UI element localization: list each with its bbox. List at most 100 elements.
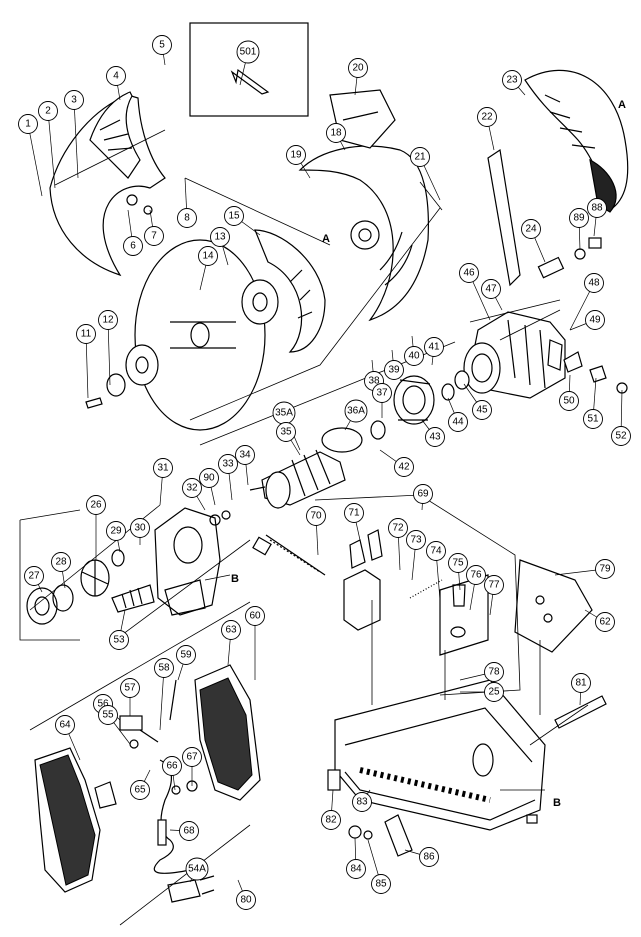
callout-circle [585,310,605,330]
leader-line [107,319,111,386]
callout-circle [371,874,391,894]
callout-number: 1 [25,119,31,130]
callout-number: 18 [330,128,342,139]
callout-number: 65 [134,785,146,796]
callout-number: 89 [573,213,585,224]
callout-65: 65 [130,769,151,800]
callout-number: 5 [159,40,165,51]
callout-circle [86,495,106,515]
callout-circle [182,478,202,498]
callout-number: 49 [589,315,601,326]
callout-22: 22 [477,107,497,151]
armature [249,420,386,509]
callout-number: 67 [186,752,198,763]
ref-letter-a-top-right: A [618,99,626,111]
callout-number: 66 [166,761,178,772]
callout-circle [521,219,541,239]
base-plate [327,679,546,831]
callout-circle [182,747,202,767]
callout-circle [352,792,372,812]
callout-circle [177,208,197,228]
callout-30: 30 [130,518,150,545]
leader-line [159,667,165,731]
callout-number: 41 [428,342,440,353]
callout-number: 19 [290,150,302,161]
callout-circle [18,114,38,134]
callout-46: 46 [459,263,491,321]
callout-number: 21 [414,152,426,163]
callout-circle [426,541,446,561]
callout-18: 18 [326,123,346,151]
callout-circle [98,310,118,330]
callout-86: 86 [404,847,439,867]
callout-15: 15 [224,206,261,236]
callout-number: 35 [280,427,292,438]
callout-number: 63 [225,625,237,636]
callout-73: 73 [406,530,426,581]
callout-number: 7 [151,231,157,242]
callout-number: 27 [28,571,40,582]
callout-number: 64 [59,720,71,731]
callout-circle [123,236,143,256]
callout-66: 66 [162,756,182,791]
callout-number: 72 [392,523,404,534]
callout-circle [130,518,150,538]
callout-circle [571,673,591,693]
callout-number: 38 [368,376,380,387]
stator-field [393,370,470,425]
callout-47: 47 [481,279,503,311]
callout-76: 76 [466,565,486,611]
callout-number: 59 [180,650,192,661]
callout-58: 58 [154,658,174,731]
blade-cover [254,229,326,353]
callout-26: 26 [86,495,106,560]
callout-49: 49 [569,310,605,331]
callout-32: 32 [182,478,206,511]
callout-12: 12 [98,310,118,386]
base-hardware [348,814,538,857]
callout-number: 74 [430,546,442,557]
callout-circle [38,101,58,121]
callout-circle [235,445,255,465]
callout-number: 79 [599,564,611,575]
leader-line [73,99,79,179]
callout-number: 85 [375,879,387,890]
callout-circle [179,821,199,841]
hex-wrench-icon [230,68,270,95]
callout-78: 78 [459,662,504,682]
callout-number: 6 [130,241,136,252]
callout-number: 501 [240,47,257,58]
callout-number: 20 [352,63,364,74]
callout-number: 69 [417,489,429,500]
callout-20: 20 [348,58,368,96]
callout-44: 44 [447,397,468,432]
motor-housing [463,311,566,399]
callout-1: 1 [18,114,43,197]
callout-number: 2 [45,106,51,117]
callout-23: 23 [502,70,526,96]
callout-number: 68 [183,826,195,837]
callout-74: 74 [426,541,446,601]
callout-4: 4 [106,66,126,101]
callout-circle [152,35,172,55]
callout-circle [406,530,426,550]
gear-housing [154,507,231,616]
callout-37: 37 [372,383,392,418]
callout-number: 39 [388,365,400,376]
callout-circle [484,682,504,702]
callout-41: 41 [424,337,444,366]
callout-25: 25 [460,682,504,702]
callout-33: 33 [218,454,238,501]
callout-35: 35 [276,422,301,456]
callout-number: 34 [239,450,251,461]
callout-circle [224,206,244,226]
callout-number: 26 [90,500,102,511]
brush-parts [563,351,628,394]
callout-circle [210,227,230,247]
callout-circle [569,208,589,228]
callout-6: 6 [123,209,143,256]
callout-number: 47 [485,284,497,295]
callout-62: 62 [584,609,615,632]
callout-number: 22 [481,112,493,123]
callout-28: 28 [51,552,71,589]
